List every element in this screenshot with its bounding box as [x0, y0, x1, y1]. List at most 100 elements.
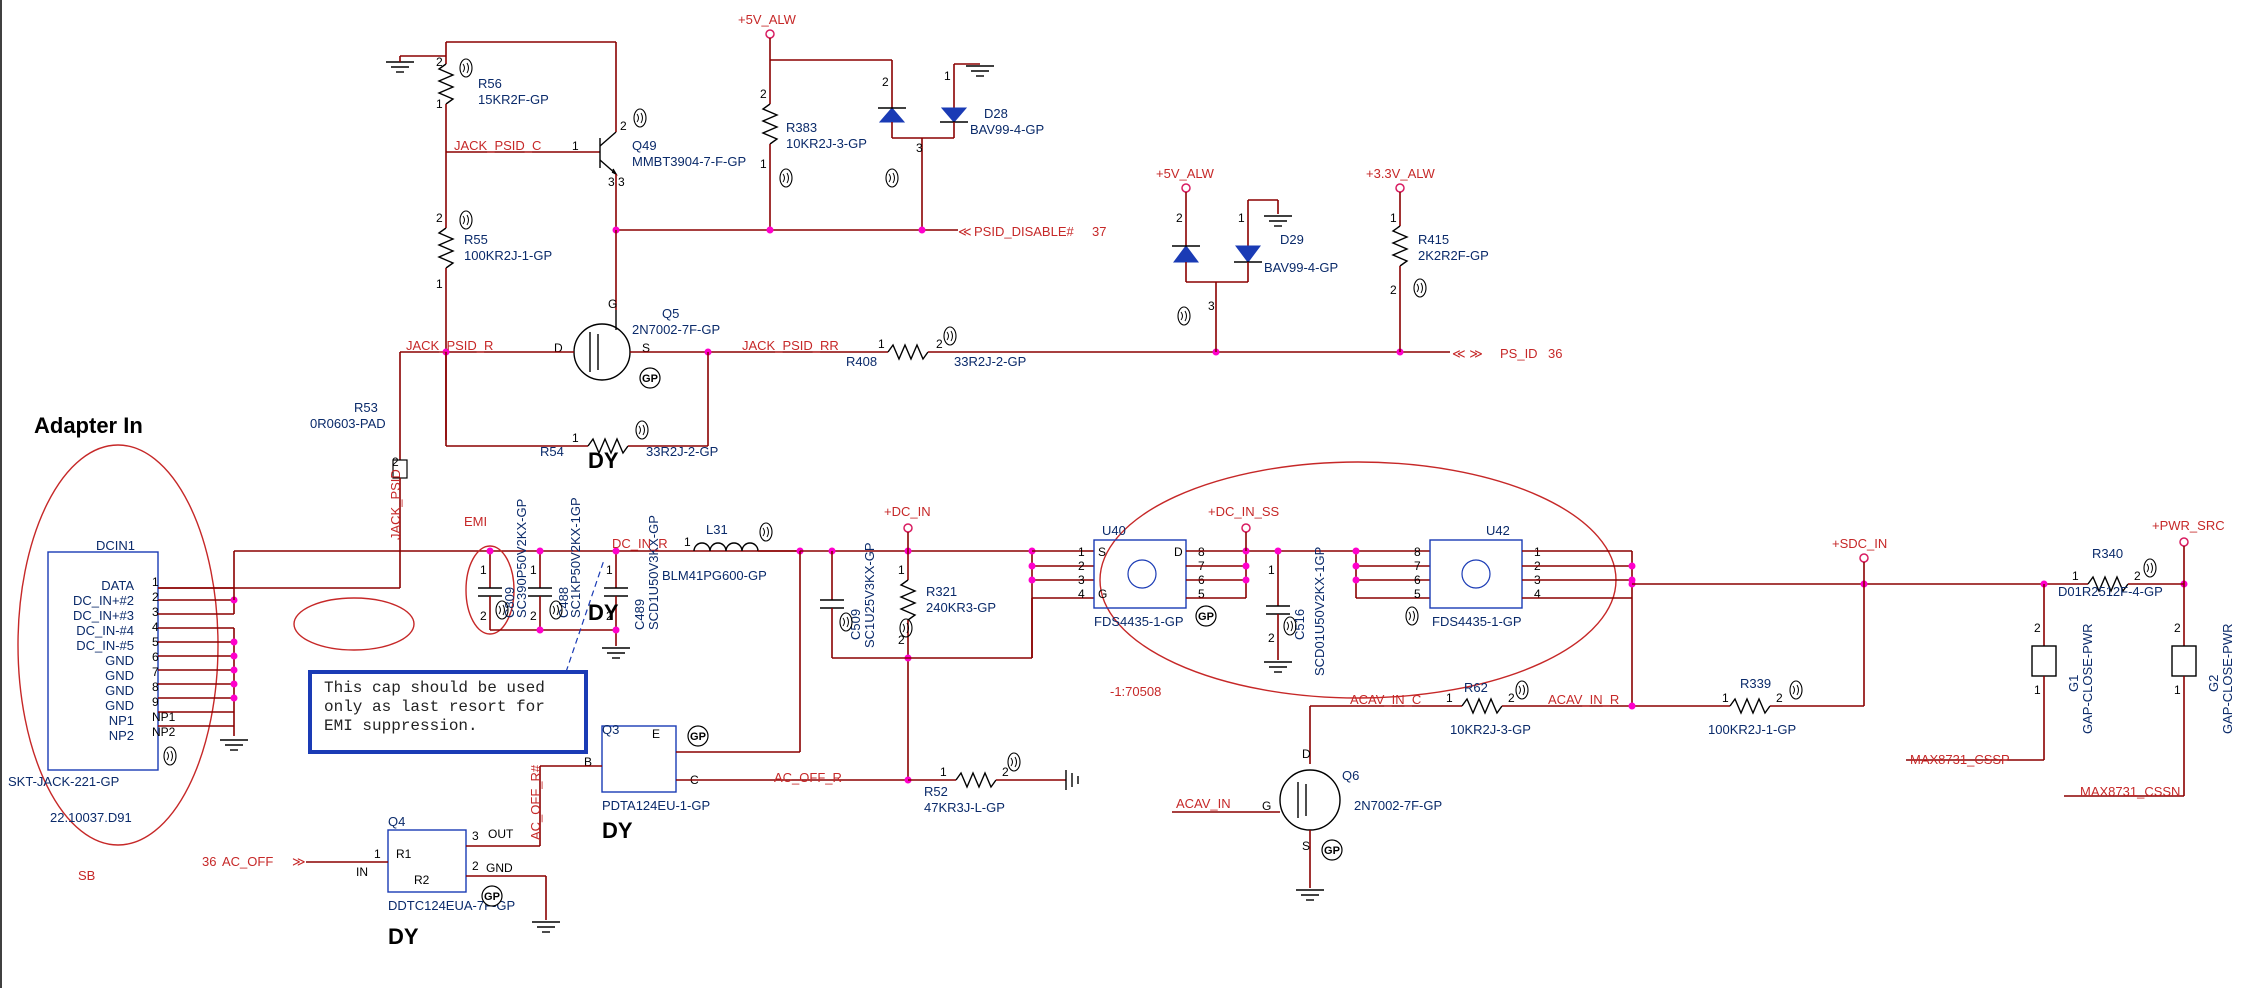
pin-number: 1: [152, 575, 159, 589]
c516-value: SCD01U50V2KX-1GP: [1312, 547, 1327, 676]
ground-icon: [965, 65, 995, 77]
d29-diode-b: [1235, 245, 1261, 263]
svg-text:2: 2: [1390, 283, 1397, 297]
r415-value: 2K2R2F-GP: [1418, 248, 1489, 263]
r62-ref: R62: [1464, 680, 1488, 695]
d29-value: BAV99-4-GP: [1264, 260, 1338, 275]
ground-icon: [1263, 661, 1293, 673]
r55-resistor: [437, 227, 455, 269]
dcin1-part: SKT-JACK-221-GP: [8, 774, 119, 789]
svg-text:2: 2: [472, 859, 479, 873]
svg-text:7: 7: [1414, 559, 1421, 573]
g1-value: GAP-CLOSE-PWR: [2080, 623, 2095, 734]
r56-value: 15KR2F-GP: [478, 92, 549, 107]
svg-text:2: 2: [882, 75, 889, 89]
q4-pin-out: OUT: [488, 827, 514, 841]
pin-number: 2: [152, 590, 159, 604]
g2-ref: G2: [2206, 675, 2221, 692]
r415-ref: R415: [1418, 232, 1449, 247]
dcin1-pin-label: DATA: [101, 578, 134, 593]
u42-mosfet: [1429, 539, 1523, 609]
pin-number: 3: [152, 605, 159, 619]
svg-text:1: 1: [606, 563, 613, 577]
r383-value: 10KR2J-3-GP: [786, 136, 867, 151]
c488-ref: C488: [556, 587, 571, 618]
emi-ellipse-cap: [465, 545, 515, 635]
r52-ref: R52: [924, 784, 948, 799]
svg-text:2: 2: [530, 609, 537, 623]
net-ps-id: PS_ID: [1500, 346, 1538, 361]
net-acav-in: ACAV_IN: [1176, 796, 1231, 811]
c488-value: SC1KP50V2KX-1GP: [568, 497, 583, 618]
q5-ref: Q5: [662, 306, 679, 321]
svg-text:1: 1: [572, 431, 579, 445]
g1-ref: G1: [2066, 675, 2081, 692]
r339-value: 100KR2J-1-GP: [1708, 722, 1796, 737]
svg-text:3: 3: [608, 175, 615, 189]
ground-icon: [531, 921, 561, 933]
net-max-cssn: MAX8731_CSSN: [2080, 784, 2180, 799]
q4-pin-in: IN: [356, 865, 368, 879]
leaf-icon: [459, 210, 473, 230]
r53-value: 0R0603-PAD: [310, 416, 386, 431]
net-psid-disable: PSID_DISABLE#: [974, 224, 1074, 239]
svg-text:2: 2: [936, 337, 943, 351]
q6-pin-d: D: [1302, 747, 1311, 761]
svg-text:1: 1: [940, 765, 947, 779]
dy-label-q3: DY: [602, 818, 633, 843]
sb-label: SB: [78, 868, 95, 883]
d29-diode-a: [1173, 245, 1199, 263]
svg-text:1: 1: [530, 563, 537, 577]
ground-icon: [219, 739, 249, 751]
dcin1-pin-label: DC_IN-#4: [76, 623, 134, 638]
u40-mosfet: [1093, 539, 1187, 609]
u42-ref: U42: [1486, 523, 1510, 538]
svg-text:2: 2: [392, 455, 399, 469]
leaf-icon: [1515, 680, 1529, 700]
svg-text:2: 2: [436, 211, 443, 225]
u40-pin-g: G: [1098, 587, 1107, 601]
svg-text:2: 2: [436, 55, 443, 69]
svg-text:2: 2: [480, 609, 487, 623]
q49-ref: Q49: [632, 138, 657, 153]
svg-text:S: S: [642, 341, 650, 355]
c489-ref: C489: [632, 599, 647, 630]
q5-value: 2N7002-7F-GP: [632, 322, 720, 337]
svg-text:1: 1: [2034, 683, 2041, 697]
ground-icon: [601, 647, 631, 659]
dcin1-ref: DCIN1: [96, 538, 135, 553]
leaf-icon: [1789, 680, 1803, 700]
r383-resistor: [761, 103, 779, 145]
g2-value: GAP-CLOSE-PWR: [2220, 623, 2235, 734]
dcin1-connector: [47, 551, 159, 771]
q4-pin-r1: R1: [396, 847, 412, 861]
svg-text:8: 8: [1414, 545, 1421, 559]
dcin1-pin-label: NP2: [109, 728, 134, 743]
r56-resistor: [437, 63, 455, 105]
leaf-icon: [459, 58, 473, 78]
svg-text:1: 1: [1534, 545, 1541, 559]
net-jack-psid-c: JACK_PSID_C: [454, 138, 541, 153]
q6-value: 2N7002-7F-GP: [1354, 798, 1442, 813]
svg-text:2: 2: [2034, 621, 2041, 635]
svg-text:1: 1: [2072, 569, 2079, 583]
leaf-icon: [635, 420, 649, 440]
svg-text:3: 3: [916, 141, 923, 155]
r321-value: 240KR3-GP: [926, 600, 996, 615]
emi-note-box: [308, 670, 588, 754]
r340-value: D01R2512F-4-GP: [2058, 584, 2163, 599]
q6-ref: Q6: [1342, 768, 1359, 783]
r340-resistor: [2087, 575, 2129, 593]
svg-text:E: E: [652, 727, 660, 741]
gp-badge-icon: [481, 885, 503, 907]
dcin1-pin-label: NP1: [109, 713, 134, 728]
svg-text:≫: ≫: [292, 854, 306, 869]
r52-resistor: [955, 771, 997, 789]
pin-number: NP2: [152, 725, 176, 739]
svg-text:2: 2: [1268, 631, 1275, 645]
emi-ellipse-small: [293, 597, 415, 651]
r54-ref: R54: [540, 444, 564, 459]
leaf-icon: [899, 618, 913, 638]
svg-text:2: 2: [620, 119, 627, 133]
